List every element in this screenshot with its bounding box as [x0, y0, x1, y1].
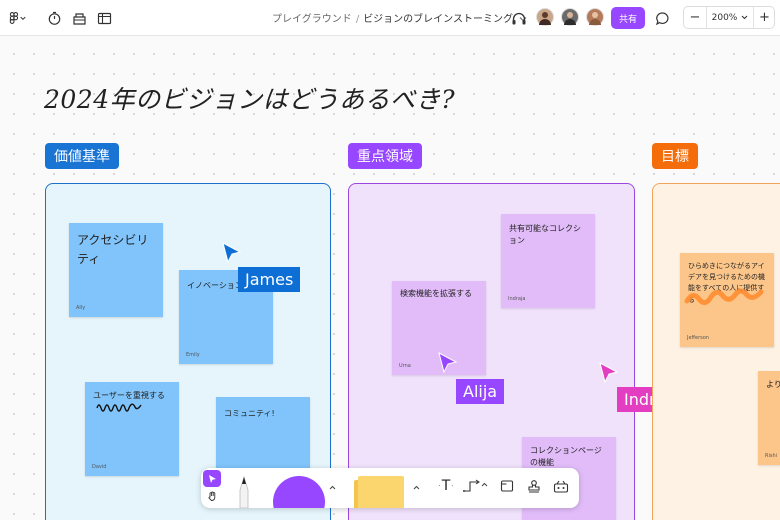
sticky-author: Rishi	[765, 452, 778, 459]
scribble-drawing	[96, 403, 142, 412]
hand-tool[interactable]	[203, 488, 221, 505]
pen-tool[interactable]	[231, 472, 257, 508]
cursor-label-james: James	[238, 267, 301, 292]
pen-icon	[239, 475, 249, 508]
audio-headphones-icon[interactable]	[510, 9, 528, 27]
sticky-author: Emily	[186, 351, 200, 358]
breadcrumb-separator: /	[355, 14, 360, 25]
select-tool[interactable]	[203, 470, 221, 487]
sticky-text: イノベーション	[187, 281, 243, 290]
text-icon: T	[441, 478, 451, 494]
chevron-up-icon[interactable]	[327, 482, 337, 492]
avatar[interactable]	[586, 8, 604, 26]
sticky-note[interactable]: 検索機能を拡張する Urna	[392, 281, 486, 375]
sticky-text: 共有可能なコレクション	[509, 224, 581, 245]
sticky-text: 検索機能を拡張する	[400, 289, 472, 298]
dot-icon: ·	[438, 482, 441, 490]
zoom-out-button[interactable]: −	[689, 10, 701, 25]
sticky-author: Urna	[399, 362, 411, 369]
chevron-up-icon[interactable]	[411, 482, 421, 492]
section-label-focus-areas[interactable]: 重点領域	[348, 143, 422, 169]
connector-icon	[463, 479, 488, 492]
zoom-level-value: 200%	[711, 12, 738, 23]
chevron-down-icon	[741, 13, 748, 23]
avatar[interactable]	[561, 8, 579, 26]
zoom-in-button[interactable]: +	[759, 10, 770, 25]
sticky-text: コミュニティ!	[224, 409, 275, 418]
sticky-stack-front	[358, 476, 404, 508]
stamp-tool[interactable]	[525, 477, 543, 495]
breadcrumb-parent[interactable]: プレイグラウンド	[272, 14, 352, 25]
cursor-pointer-icon	[438, 352, 458, 374]
sticky-note[interactable]: より...フォ... Rishi	[758, 371, 780, 465]
text-tool[interactable]: ·T·	[434, 477, 458, 495]
layout-panel-icon[interactable]	[95, 9, 113, 27]
section-tool[interactable]	[498, 477, 516, 495]
zoom-control: − 200% +	[683, 6, 775, 29]
section-label-goals[interactable]: 目標	[652, 143, 698, 169]
divider	[706, 7, 707, 28]
share-button[interactable]: 共有	[611, 7, 645, 29]
section-goals[interactable]	[652, 183, 780, 520]
cursor-pointer-icon	[599, 362, 619, 384]
figma-menu-icon[interactable]	[9, 9, 27, 27]
hand-icon	[208, 491, 215, 501]
breadcrumb: プレイグラウンド/ビジョンのブレインストーミング	[272, 10, 527, 25]
cursor-label-alija: Alija	[456, 379, 505, 404]
cursor-pointer-icon	[222, 242, 242, 264]
sticky-note[interactable]: 共有可能なコレクション Indraja	[501, 214, 595, 308]
sticky-text: ユーザーを重視する	[93, 391, 165, 400]
sticky-text: より...フォ...	[766, 380, 780, 389]
sticky-text: コレクションページの機能	[530, 446, 602, 467]
sticky-note[interactable]: ユーザーを重視する David	[85, 382, 179, 476]
creation-toolbar: ·T·	[201, 468, 579, 508]
sticky-author: Indraja	[508, 295, 526, 302]
sticky-tool[interactable]	[348, 476, 404, 508]
shape-tool[interactable]	[273, 476, 325, 508]
dot-icon: ·	[451, 482, 454, 490]
sticky-author: David	[92, 463, 107, 470]
comment-icon[interactable]	[653, 9, 671, 27]
avatar[interactable]	[536, 8, 554, 26]
sticky-text: アクセシビリティ	[77, 233, 149, 267]
highlighter-stroke	[684, 288, 764, 305]
widget-icon	[553, 480, 569, 493]
stamp-icon	[528, 480, 540, 493]
library-icon[interactable]	[70, 9, 88, 27]
sticky-author: Jefferson	[687, 334, 709, 341]
divider	[753, 7, 754, 28]
top-bar: プレイグラウンド/ビジョンのブレインストーミング 共有 − 200% +	[0, 0, 780, 36]
sticky-note[interactable]: コミュニティ!	[216, 397, 310, 477]
breadcrumb-current[interactable]: ビジョンのブレインストーミング	[363, 14, 513, 25]
sticky-note[interactable]: アクセシビリティ Ally	[69, 223, 163, 317]
section-label-values[interactable]: 価値基準	[45, 143, 119, 169]
sticky-author: Ally	[76, 304, 86, 311]
sticky-note[interactable]: ひらめきにつながるアイデアを見つけるための機能をすべての人に提供する Jeffe…	[680, 253, 774, 347]
section-icon	[500, 480, 514, 492]
cursor-arrow-icon	[208, 474, 216, 483]
zoom-level-select[interactable]: 200%	[707, 7, 753, 28]
timer-icon[interactable]	[45, 9, 63, 27]
sticky-text: ひらめきにつながるアイデアを見つけるための機能をすべての人に提供する	[688, 262, 765, 304]
board-title[interactable]: 2024年のビジョンはどうあるべき?	[44, 85, 456, 114]
widget-tool[interactable]	[551, 477, 571, 495]
connector-tool[interactable]	[461, 477, 489, 495]
